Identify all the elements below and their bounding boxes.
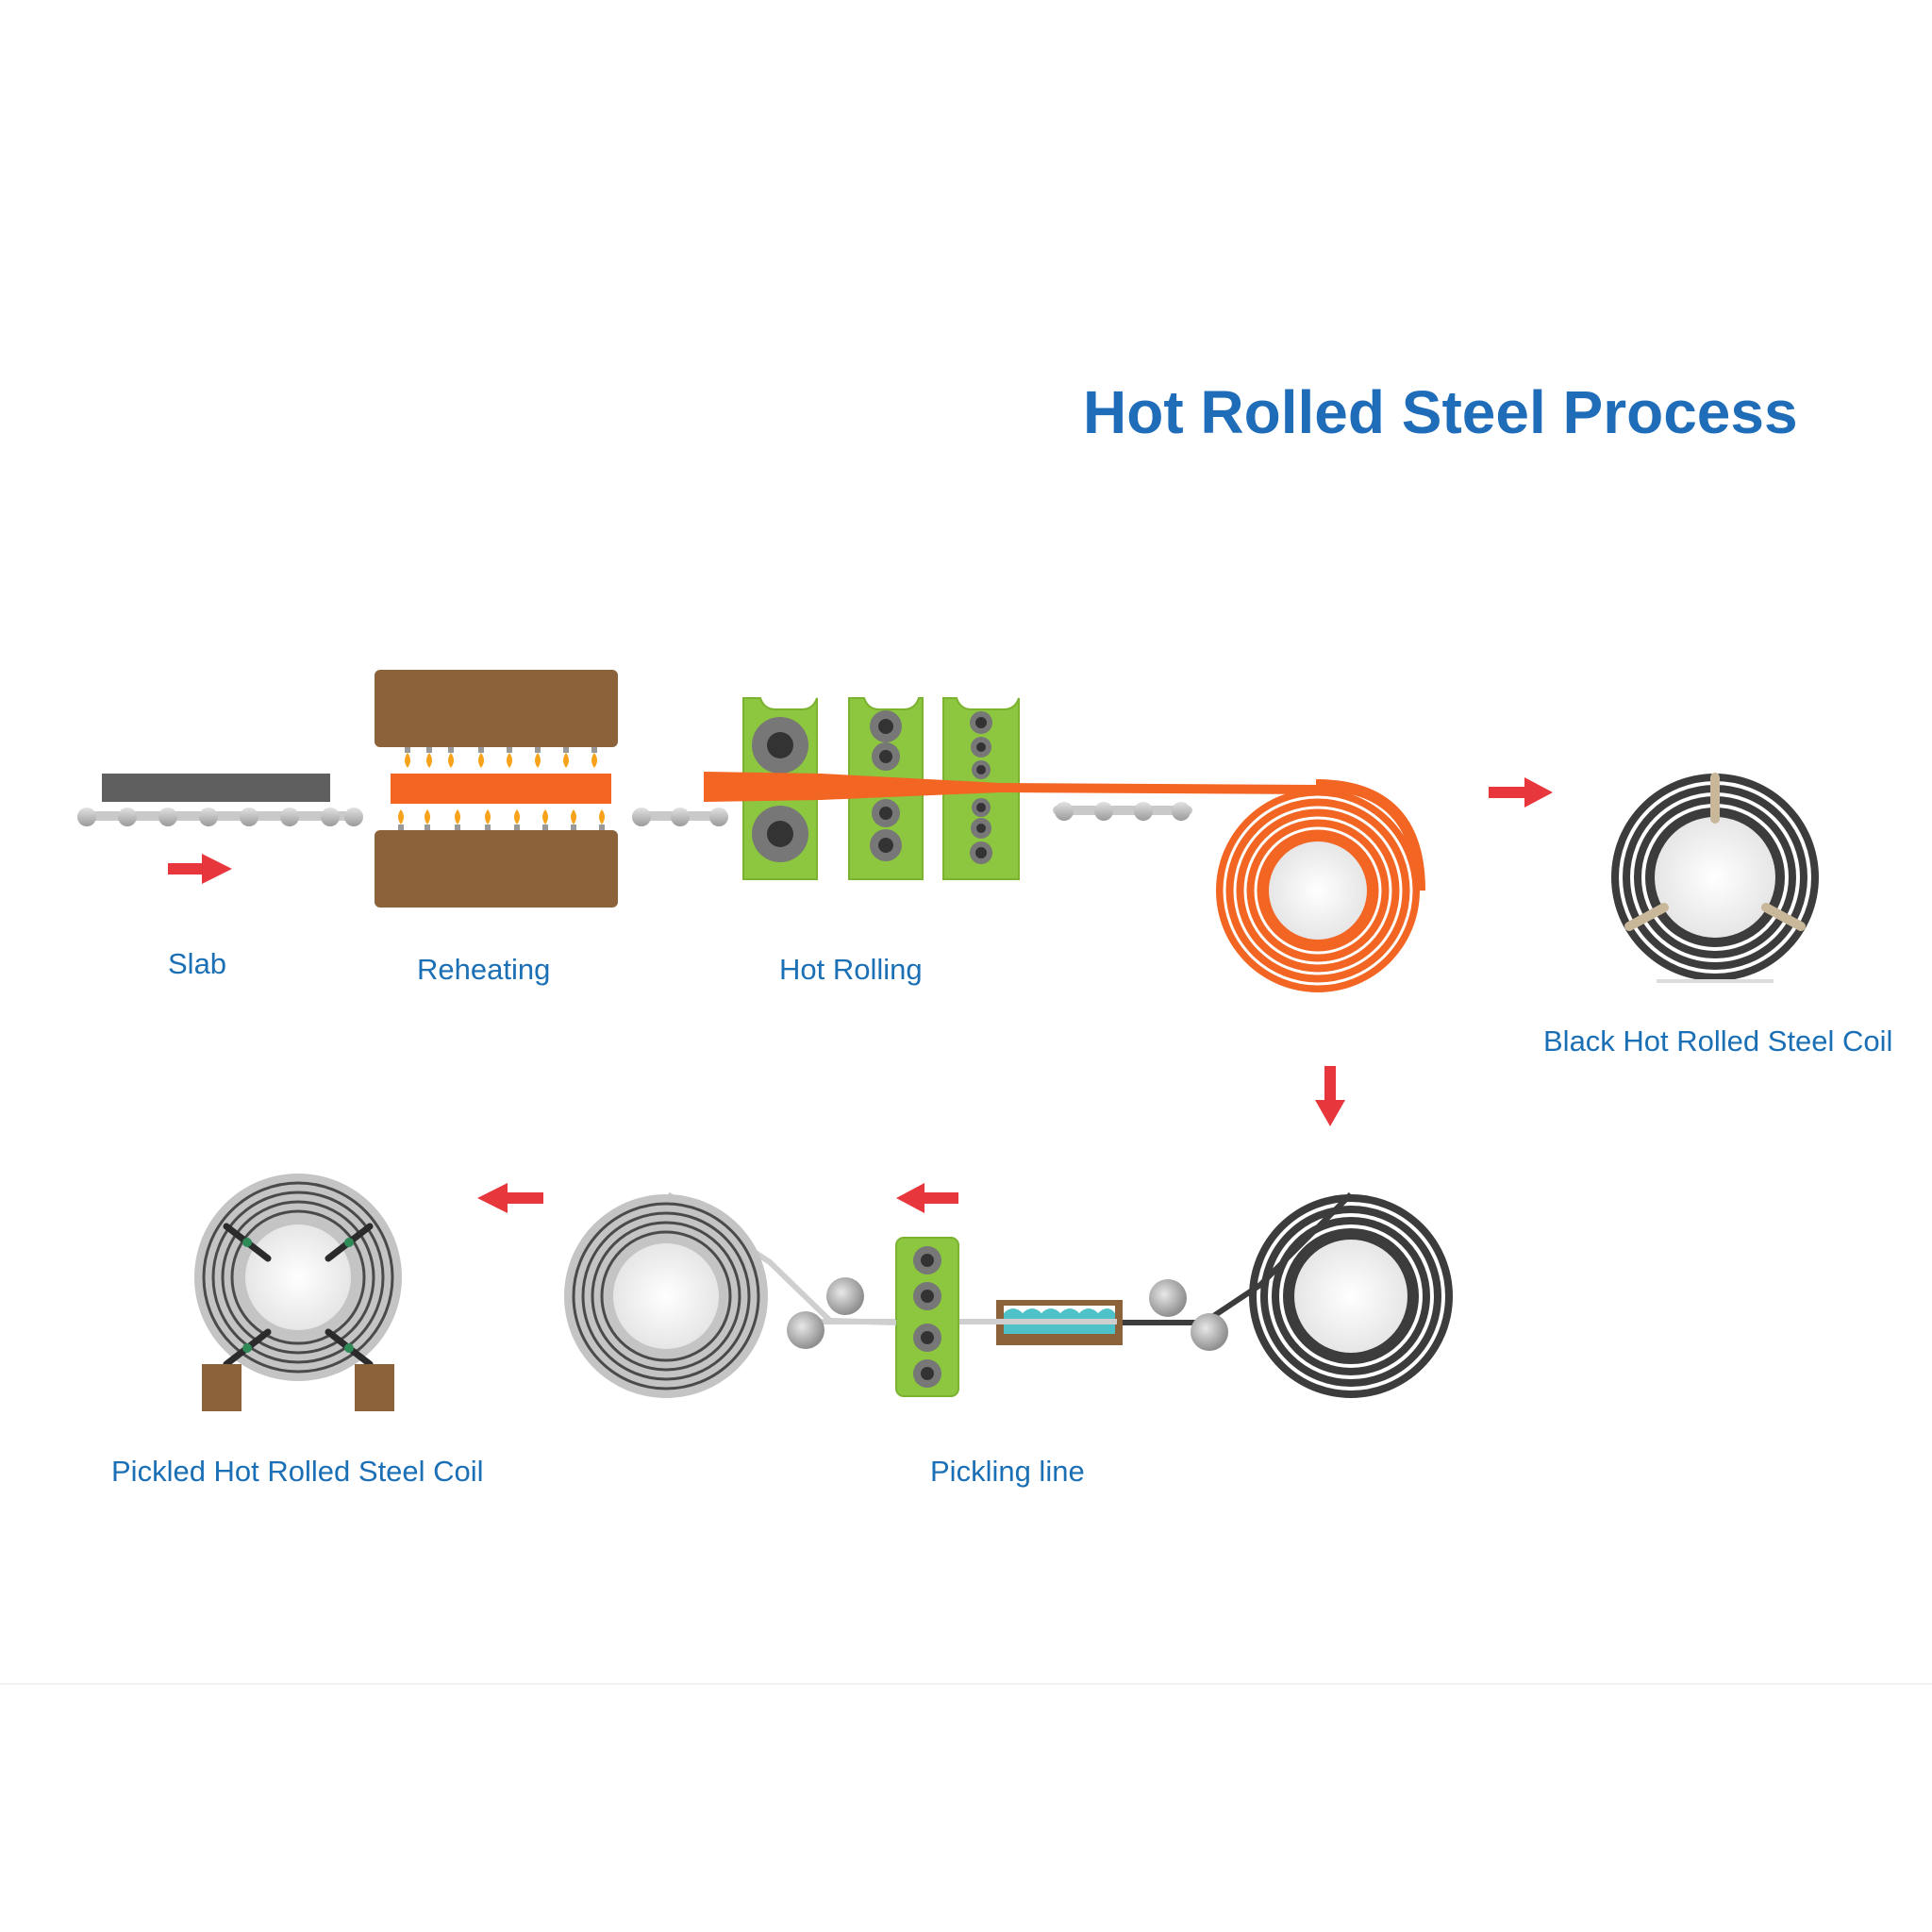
arrow-down-icon	[1315, 1066, 1345, 1126]
arrow-right-icon	[168, 854, 232, 884]
slab	[102, 774, 330, 802]
black-coil	[1611, 773, 1819, 983]
flame-icons-bottom	[398, 809, 605, 830]
label-pickling-line: Pickling line	[930, 1455, 1085, 1488]
flame-icons-top	[405, 747, 597, 768]
page-title: Hot Rolled Steel Process	[1083, 378, 1798, 446]
hot-coil	[1216, 779, 1425, 992]
heated-slab	[391, 774, 611, 804]
label-black-coil: Black Hot Rolled Steel Coil	[1543, 1024, 1893, 1058]
reheating-furnace	[375, 670, 618, 908]
label-pickled-coil: Pickled Hot Rolled Steel Coil	[111, 1455, 484, 1488]
label-hot-rolling: Hot Rolling	[779, 953, 923, 986]
slab-station	[77, 774, 363, 884]
pickling-line	[564, 1191, 1453, 1398]
pickled-coil	[194, 1174, 402, 1411]
arrow-left-icon	[896, 1183, 958, 1213]
label-slab: Slab	[168, 947, 227, 980]
label-reheating: Reheating	[417, 953, 551, 986]
hot-strip	[704, 772, 1332, 802]
furnace-top	[375, 670, 618, 747]
roller-table-slab	[77, 808, 363, 826]
roller-table-3	[1053, 802, 1192, 821]
pickling-stand	[895, 1237, 959, 1397]
divider	[0, 1683, 1932, 1685]
arrow-right-icon	[1489, 777, 1553, 808]
arrow-left-icon	[477, 1183, 543, 1213]
coil-strap-icons	[1624, 773, 1806, 931]
roller-table-2	[632, 808, 728, 826]
hot-rolling-mill	[704, 697, 1332, 880]
furnace-bottom	[375, 830, 618, 908]
